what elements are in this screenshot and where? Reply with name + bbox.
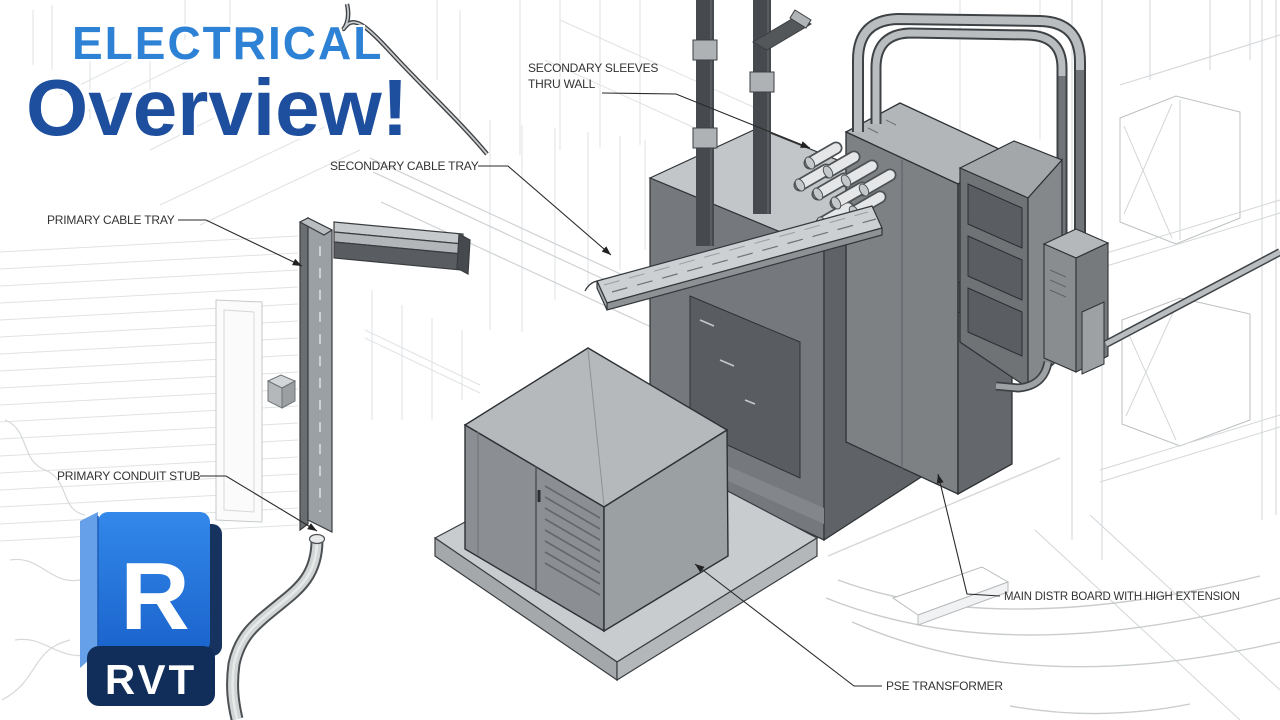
callout-main-distr-board: MAIN DISTR BOARD WITH HIGH EXTENSION — [1004, 589, 1240, 603]
primary-cable-tray-3d — [298, 217, 471, 533]
ground-curves — [825, 457, 1280, 715]
callout-primary-conduit-stub: PRIMARY CONDUIT STUB — [57, 469, 201, 483]
feeder-conduits-3d — [852, 12, 1086, 260]
revit-logo-badge: RVT — [105, 656, 197, 703]
underground-conduit-3d — [995, 248, 1280, 393]
callout-secondary-sleeves: SECONDARY SLEEVES THRU WALL — [528, 61, 658, 92]
secondary-cable-tray-3d — [584, 205, 883, 311]
revit-logo: R RVT — [80, 512, 222, 706]
pull-wire — [341, 3, 489, 156]
door-frame — [215, 299, 263, 523]
callout-pse-transformer: PSE TRANSFORMER — [886, 679, 1003, 693]
background-wireframe — [32, 0, 1041, 420]
landscape-sketch — [1, 419, 91, 701]
pse-transformer-3d — [463, 347, 729, 633]
leader-lines — [178, 92, 1001, 687]
primary-conduit-stub-3d — [226, 533, 326, 720]
busduct-risers-3d — [692, 0, 812, 246]
callout-secondary-cable-tray: SECONDARY CABLE TRAY — [330, 159, 479, 173]
revit-logo-letter: R — [120, 543, 189, 650]
title-headline: Overview! — [26, 63, 409, 152]
callout-primary-cable-tray: PRIMARY CABLE TRAY — [47, 213, 175, 227]
title-kicker: ELECTRICAL — [72, 17, 384, 69]
callout-line: SECONDARY SLEEVES — [528, 61, 659, 75]
wall-junction-cube-3d — [266, 374, 297, 409]
junction-box-3d — [1042, 228, 1110, 375]
callout-line: THRU WALL — [528, 76, 596, 91]
planter-curb — [891, 566, 1010, 626]
